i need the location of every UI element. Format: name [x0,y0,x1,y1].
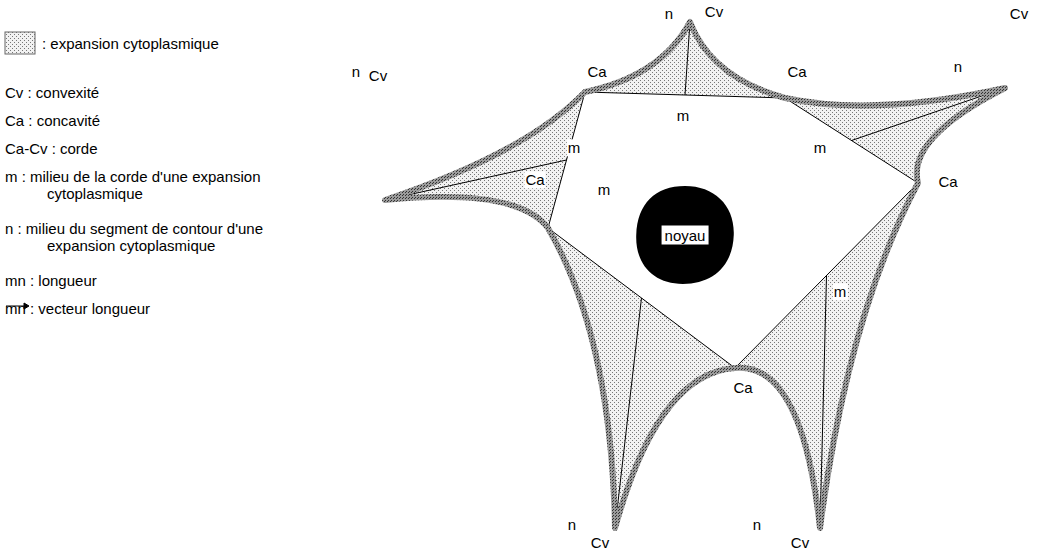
point-label: Ca [937,173,958,190]
key-text: mn : vecteur longueur [5,300,285,317]
length-lines [385,22,1005,528]
point-label: m [597,181,612,198]
key-text: Ca-Cv : corde [5,140,285,157]
point-label: n [664,5,674,22]
key-text: Cv : convexité [5,84,285,101]
point-label: Ca [586,63,607,80]
point-label: Cv [704,3,724,20]
point-label: Cv [1009,5,1029,22]
key-text: m : milieu de la corde d'une expansion c… [5,168,285,203]
point-label: Ca [786,63,807,80]
key-text: n : milieu du segment de contour d'une e… [5,220,285,255]
point-label: Cv [790,534,810,551]
point-label: m [676,107,691,124]
key-text: Ca : concavité [5,112,285,129]
point-label: n [752,516,762,533]
point-label: m [813,139,828,156]
nucleus: noyau [632,183,738,287]
key-text: mn : longueur [5,272,285,289]
point-label: n [953,58,963,75]
point-label: m [833,283,848,300]
point-label: Cv [590,534,610,551]
legend-swatch [5,32,35,54]
point-label: Ca [732,379,753,396]
cell-expansions [385,22,1005,528]
cell-contour [385,22,1005,528]
point-label: m [567,139,582,156]
point-label: Cv [368,67,388,84]
legend-text: : expansion cytoplasmique [42,35,219,52]
point-label: Ca [524,171,545,188]
nucleus-label: noyau [662,226,709,245]
length-line [852,88,1006,141]
point-label: n [351,63,361,80]
point-label: n [567,516,577,533]
